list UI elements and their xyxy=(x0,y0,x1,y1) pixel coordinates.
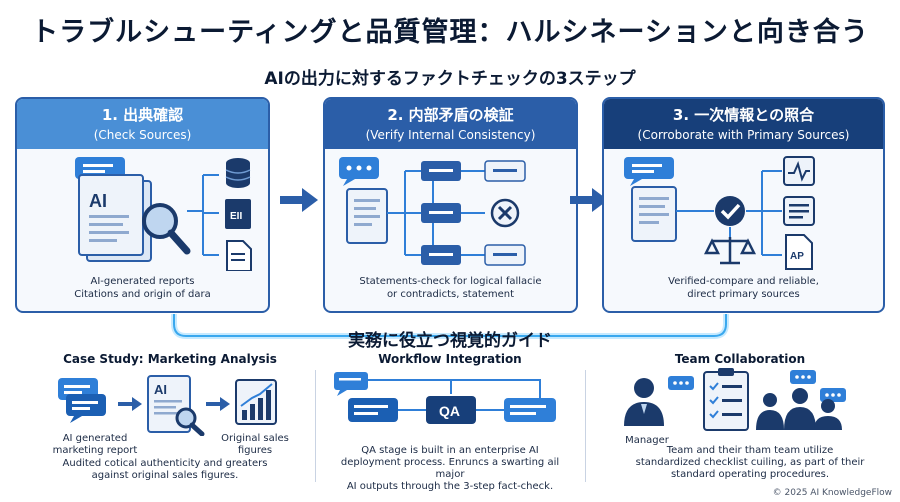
step-subtitle: (Check Sources) xyxy=(93,128,192,142)
case-study-illustration: AI xyxy=(58,375,277,436)
step-caption: AI-generated reports Citations and origi… xyxy=(17,275,268,301)
label-line: Original sales xyxy=(221,433,289,444)
document-icon xyxy=(783,196,815,226)
database-icon xyxy=(225,158,251,188)
section-divider xyxy=(585,370,586,482)
document-stack-icon: AI xyxy=(78,174,152,262)
step2-illustration xyxy=(339,157,526,266)
caption-line: standardized checklist cuiling, as part … xyxy=(635,457,865,468)
arrow-right-icon xyxy=(206,397,230,411)
step1-illustration: AI EII xyxy=(75,157,252,271)
team-members-icon xyxy=(756,388,842,430)
file-icon: AP xyxy=(785,234,813,270)
section-caption: Audited cotical authenticity and greater… xyxy=(30,458,300,482)
flow-connector xyxy=(387,170,485,256)
checklist-icon xyxy=(703,368,749,431)
step-title: 2. 内部矛盾の検証 xyxy=(387,106,514,124)
qa-node: QA xyxy=(426,396,476,424)
caption-line: QA stage is built in an enterprise AI xyxy=(361,445,539,456)
label-line: figures xyxy=(237,445,273,456)
caption-line: Statements-check for logical fallacie xyxy=(359,276,542,287)
chat-bubble-icon xyxy=(790,370,846,402)
step-title: 3. 一次情報との照合 xyxy=(672,106,815,124)
doc-label: AI xyxy=(89,191,107,211)
book-icon: EII xyxy=(225,199,251,229)
step-header: 1. 出典確認 (Check Sources) xyxy=(17,99,268,149)
close-icon xyxy=(490,198,520,228)
chat-bubble-icon xyxy=(339,157,379,186)
step-card-verify-consistency: 2. 内部矛盾の検証 (Verify Internal Consistency) xyxy=(323,97,578,313)
section-caption: QA stage is built in an enterprise AI de… xyxy=(325,445,575,493)
guide-connector-line xyxy=(171,314,729,339)
step-card-check-sources: 1. 出典確認 (Check Sources) AI xyxy=(15,97,270,313)
scale-icon xyxy=(703,237,757,265)
section-title: Workflow Integration xyxy=(378,352,522,366)
book-label: EII xyxy=(230,211,242,222)
caption-line: standard operating procedures. xyxy=(670,469,830,480)
chat-bubble-icon xyxy=(668,376,694,390)
section-caption: Team and their tham team utilize standar… xyxy=(610,445,890,481)
chart-pulse-icon xyxy=(783,156,815,186)
caption-line: deployment process. Enruncs a swarting a… xyxy=(340,457,560,480)
step-subtitle: (Verify Internal Consistency) xyxy=(365,128,536,142)
doc-label: AI xyxy=(154,382,167,397)
caption-line: direct primary sources xyxy=(687,289,800,300)
caption-line: or contradicts, statement xyxy=(386,289,515,300)
footer-copyright: © 2025 AI KnowledgeFlow xyxy=(772,488,892,498)
page-subtitle: AIの出力に対するファクトチェックの3ステップ xyxy=(264,69,636,89)
chat-bubble-icon xyxy=(58,378,106,423)
step-subtitle: (Corroborate with Primary Sources) xyxy=(637,128,850,142)
caption-line: Audited cotical authenticity and greater… xyxy=(62,458,268,469)
step-caption: Statements-check for logical fallacie or… xyxy=(325,275,576,301)
chat-bubble-icon xyxy=(504,398,556,422)
caption-line: Team and their tham team utilize xyxy=(666,445,834,456)
step3-illustration: AP xyxy=(624,156,815,270)
chat-bubble-icon xyxy=(624,157,674,186)
section-divider xyxy=(315,370,316,482)
chat-bubble-icon xyxy=(334,372,398,422)
section-title: Case Study: Marketing Analysis xyxy=(63,352,277,366)
step-caption: Verified-compare and reliable, direct pr… xyxy=(604,275,883,301)
step-header: 2. 内部矛盾の検証 (Verify Internal Consistency) xyxy=(325,99,576,149)
check-icon xyxy=(715,196,745,226)
step-card-corroborate-primary: 3. 一次情報との照合 (Corroborate with Primary So… xyxy=(602,97,885,313)
section-title: Team Collaboration xyxy=(674,352,806,366)
statement-node xyxy=(421,161,461,265)
qa-label: QA xyxy=(439,403,460,419)
manager-avatar-icon xyxy=(624,378,664,426)
label-line: AI generated xyxy=(62,433,128,444)
arrow-right-icon xyxy=(570,188,608,212)
caption-line: Citations and origin of dara xyxy=(74,289,211,300)
file-label: AP xyxy=(790,251,804,262)
guide-title: 実務に役立つ視覚的ガイド xyxy=(348,331,552,351)
flow-connector xyxy=(368,379,541,411)
caption-line: against original sales figures. xyxy=(91,470,239,481)
team-illustration xyxy=(624,368,846,431)
caption-line: AI-generated reports xyxy=(90,276,195,287)
caption-line: Verified-compare and reliable, xyxy=(668,276,819,287)
step-title: 1. 出典確認 xyxy=(101,106,184,124)
manager-label: Manager xyxy=(625,435,669,446)
section-label: Original sales figures xyxy=(210,433,300,457)
arrow-right-icon xyxy=(280,188,318,212)
label-line: marketing report xyxy=(52,445,138,456)
arrow-right-icon xyxy=(118,397,142,411)
document-icon xyxy=(631,186,677,242)
caption-line: AI outputs through the 3-step fact-check… xyxy=(346,481,554,492)
flow-connector xyxy=(676,170,782,256)
page-title: トラブルシューティングと品質管理：ハルシネーションと向き合う xyxy=(31,17,869,48)
section-label: AI generated marketing report xyxy=(40,433,150,457)
workflow-illustration: QA xyxy=(334,372,556,424)
magnifier-icon xyxy=(142,203,191,255)
document-icon xyxy=(346,188,388,244)
bar-chart-icon xyxy=(235,379,277,425)
file-icon xyxy=(226,240,252,271)
magnifier-icon xyxy=(175,407,205,436)
step-header: 3. 一次情報との照合 (Corroborate with Primary So… xyxy=(604,99,883,149)
branch-connector xyxy=(187,174,219,256)
